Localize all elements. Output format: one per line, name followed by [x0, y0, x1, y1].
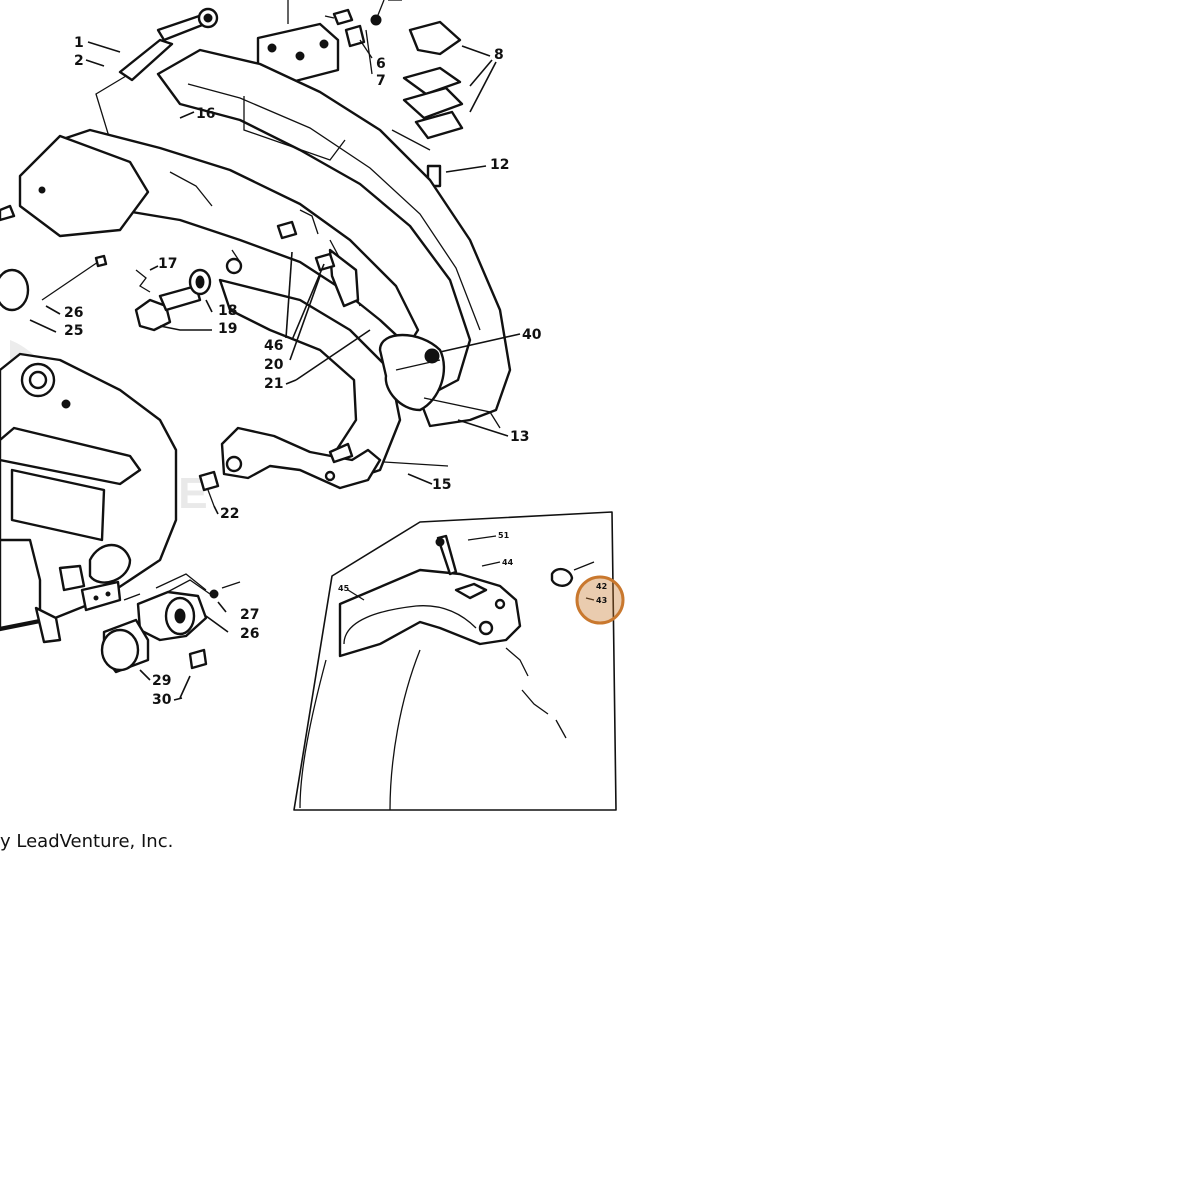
label-8[interactable]: 8: [494, 47, 504, 63]
part-29-mount: [100, 618, 151, 681]
part-5-block: [256, 0, 340, 88]
part-17-clip: [135, 265, 159, 293]
label-21[interactable]: 21: [264, 376, 283, 392]
part-27-spring: [155, 573, 241, 613]
muffler-side-fittings: [58, 564, 141, 612]
label-26-bottom[interactable]: 26: [240, 626, 259, 642]
label-27[interactable]: 27: [240, 607, 259, 623]
part-30-bolt: [179, 648, 208, 699]
part-13-bracket: [423, 397, 509, 437]
part-46-20-pins: [276, 209, 371, 381]
muffler-body: [0, 352, 178, 644]
label-43[interactable]: 43: [596, 596, 607, 605]
label-19[interactable]: 19: [218, 321, 237, 337]
label-22[interactable]: 22: [220, 506, 239, 522]
label-15[interactable]: 15: [432, 477, 451, 493]
callout-labels: 1 2 6 7 8 12 13 15 16 17 18 19 46 20 21 …: [64, 35, 607, 708]
label-16[interactable]: 16: [196, 106, 215, 122]
highlight-circle[interactable]: [575, 575, 625, 625]
label-20[interactable]: 20: [264, 357, 284, 373]
label-44[interactable]: 44: [502, 558, 514, 567]
part-18-bushing: [188, 268, 213, 313]
part-15-lever: [220, 426, 449, 490]
part-1-linkage: [95, 7, 219, 141]
label-18[interactable]: 18: [218, 303, 237, 319]
label-40[interactable]: 40: [522, 327, 542, 343]
label-13[interactable]: 13: [510, 429, 529, 445]
label-46[interactable]: 46: [264, 338, 283, 354]
part-28-mount: [136, 590, 229, 642]
label-1[interactable]: 1: [74, 35, 84, 51]
label-25[interactable]: 25: [64, 323, 83, 339]
label-26-top[interactable]: 26: [64, 305, 83, 321]
label-51[interactable]: 51: [498, 531, 510, 540]
left-nut: [0, 204, 30, 312]
part-8-stack: [388, 0, 464, 151]
part-26-long-bolt: [29, 254, 108, 333]
label-45[interactable]: 45: [338, 584, 350, 593]
part-22-bolt: [198, 470, 220, 515]
part-6-7-pin: [344, 0, 385, 75]
label-7[interactable]: 7: [376, 73, 386, 89]
part-40-clamp: [378, 333, 521, 412]
part-19-joint: [134, 284, 212, 332]
label-17[interactable]: 17: [158, 256, 177, 272]
label-12[interactable]: 12: [490, 157, 509, 173]
top-bolt: [324, 8, 354, 26]
inset-diagram: [293, 511, 617, 811]
label-6[interactable]: 6: [376, 56, 386, 72]
label-29[interactable]: 29: [152, 673, 171, 689]
copyright-text: y LeadVenture, Inc.: [0, 831, 174, 852]
label-42[interactable]: 42: [596, 582, 607, 591]
label-2[interactable]: 2: [74, 53, 84, 69]
label-30[interactable]: 30: [152, 692, 172, 708]
muffler-shield-outer: [156, 48, 512, 428]
